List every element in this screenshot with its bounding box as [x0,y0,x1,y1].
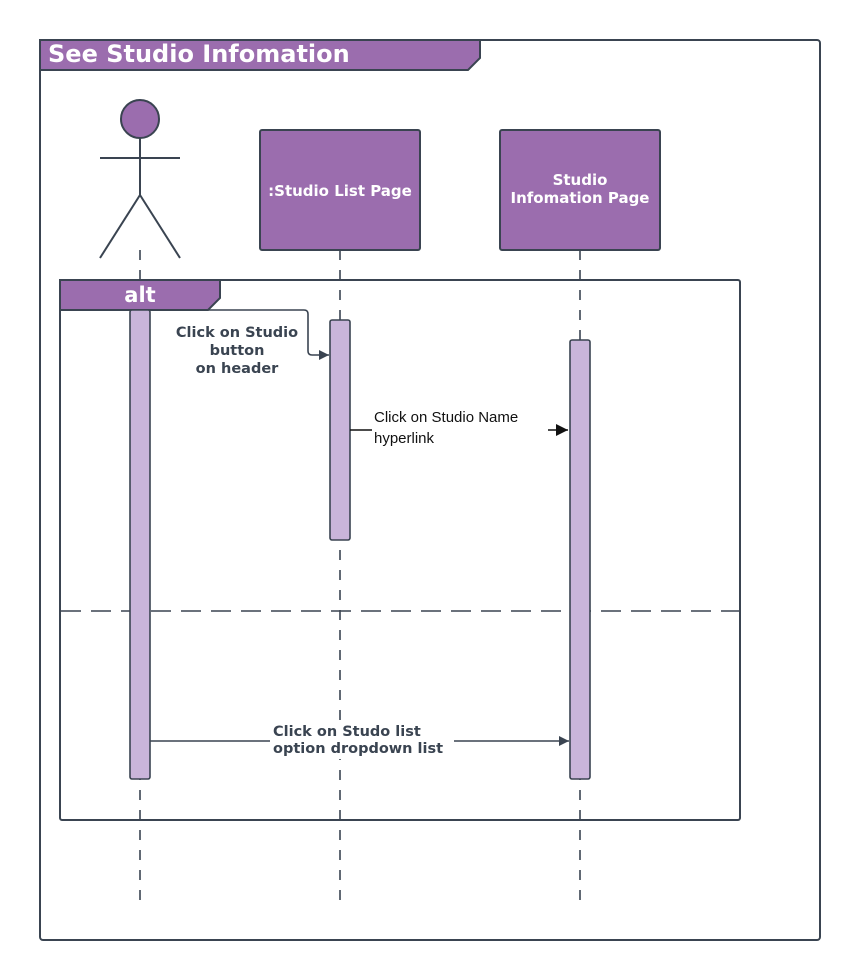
studio-info-activation-bar [569,339,591,780]
message-2-label-line2: hyperlink [374,430,435,447]
message-3-label-line1: Click on Studo list [273,724,421,740]
frame-title: See Studio Infomation [48,40,350,68]
message-3-label-bg [270,721,454,759]
studio-info-page-box [499,129,661,251]
message-1-label-line3: on header [196,361,279,377]
alt-fragment-tab [59,279,221,311]
message-1-arrow [150,309,329,360]
studio-info-page-label-line2: Infomation Page [511,189,650,207]
diagram-frame [39,39,821,941]
frame-title-tab [39,39,481,71]
message-1-label-line2: button [210,343,265,359]
studio-list-page-label: :Studio List Page [268,182,412,200]
message-1-label-line1: Click on Studio [176,325,298,341]
message-2-label-bg [372,406,548,448]
alt-fragment [59,279,741,821]
actor-icon [99,99,181,259]
message-2-label-line1: Click on Studio Name [374,409,518,426]
alt-operator-label: alt [124,283,155,307]
studio-list-page-box [259,129,421,251]
actor-activation-bar [129,309,151,780]
studio-list-activation-bar [329,319,351,541]
studio-info-page-label-line1: Studio [553,171,608,189]
message-3-label-line2: option dropdown list [273,741,443,757]
